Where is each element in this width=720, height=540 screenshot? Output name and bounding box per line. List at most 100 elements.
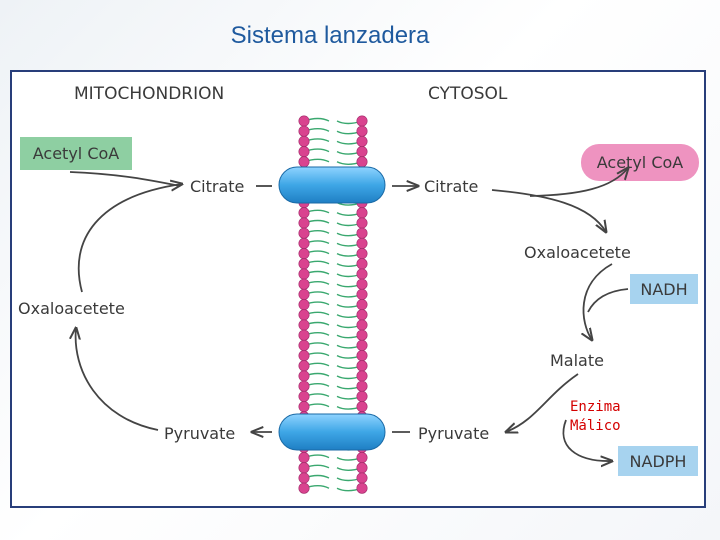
lipid-head: [356, 380, 368, 392]
lipid-head: [356, 350, 368, 362]
lipid-head: [356, 115, 368, 127]
lipid-heads: [298, 115, 368, 494]
lipid-head: [356, 299, 368, 311]
malate-to-pyruvate-arrow: [506, 373, 579, 432]
lipid-head: [298, 482, 310, 494]
lipid-tail: [303, 403, 363, 410]
mitochondrion-header: MITOCHONDRION: [74, 84, 224, 104]
lipid-head: [298, 380, 310, 392]
lipid-head: [298, 207, 310, 219]
lipid-head: [298, 329, 310, 341]
pyruvate-mito-label: Pyruvate: [164, 424, 235, 443]
lipid-head: [298, 390, 310, 402]
pathway-arrows: [70, 168, 628, 461]
lipid-tail: [303, 230, 363, 237]
lipid-head: [298, 125, 310, 137]
oxaloacetate-cyto-label: Oxaloacetete: [524, 243, 631, 262]
lipid-head: [298, 278, 310, 290]
lipid-head: [298, 309, 310, 321]
lipid-head: [356, 329, 368, 341]
lipid-tail: [303, 383, 363, 390]
lipid-tail: [303, 332, 363, 339]
lipid-head: [298, 462, 310, 474]
lipid-tail: [303, 138, 363, 145]
lipid-head: [356, 156, 368, 168]
lipid-head: [356, 125, 368, 137]
lipid-head: [298, 248, 310, 260]
lipid-head: [356, 452, 368, 464]
lipid-head: [298, 227, 310, 239]
pyruvate-cyto-label: Pyruvate: [418, 424, 489, 443]
lipid-head: [356, 309, 368, 321]
lipid-head: [356, 319, 368, 331]
lipid-tail: [303, 270, 363, 278]
acetyl-coa-mito-box: [20, 137, 132, 170]
citrate-to-oaa-arrow: [491, 189, 606, 232]
lipid-tail: [303, 240, 363, 247]
nadh-in-arrow: [587, 288, 629, 313]
lipid-head: [298, 146, 310, 158]
lipid-head: [298, 319, 310, 331]
lipid-head: [356, 472, 368, 484]
oaa-to-malate-arrow: [583, 263, 613, 340]
lipid-tail: [303, 291, 363, 298]
lipid-tail: [303, 321, 363, 329]
slide-title: Sistema lanzadera: [230, 22, 430, 49]
cytosol-header: CYTOSOL: [428, 84, 508, 104]
lipid-tail: [303, 464, 363, 471]
lipid-head: [298, 472, 310, 484]
acetyl-coa-cyto-label: Acetyl CoA: [597, 153, 684, 172]
citrate-mito-label: Citrate: [190, 177, 244, 196]
lipid-head: [298, 370, 310, 382]
nadh-label: NADH: [640, 280, 687, 299]
lipid-tail: [303, 128, 363, 135]
lipid-head: [298, 339, 310, 351]
lipid-tail: [303, 474, 363, 482]
oaa-to-citrate-arrow: [77, 184, 182, 293]
lipid-head: [356, 339, 368, 351]
malate-label: Malate: [550, 351, 604, 370]
lipid-head: [298, 115, 310, 127]
lipid-head: [298, 299, 310, 311]
oxaloacetate-mito-label: Oxaloacetete: [18, 299, 125, 318]
lipid-tail: [303, 148, 363, 155]
lipid-tail: [303, 362, 363, 369]
nadph-label: NADPH: [630, 452, 687, 471]
lipid-tail: [303, 311, 363, 318]
pyruvate-to-oaa-arrow: [76, 328, 159, 431]
nadph-out-arrow: [562, 419, 612, 461]
lipid-head: [298, 350, 310, 362]
enzyme-label-line1: Enzima: [570, 399, 621, 415]
lipid-head: [356, 258, 368, 270]
lipid-head: [356, 360, 368, 372]
lipid-head: [356, 482, 368, 494]
pyruvate-transporter: [278, 413, 386, 451]
acetyl-coa-mito-label: Acetyl CoA: [33, 144, 120, 163]
lipid-tail: [303, 342, 363, 349]
lipid-tail: [303, 250, 363, 257]
acetyl-coa-cyto-box: [581, 144, 699, 181]
lipid-head: [356, 268, 368, 280]
lipid-tail: [303, 485, 363, 492]
lipid-tail: [303, 209, 363, 216]
citrate-transporter: [278, 166, 386, 204]
citrate-to-acetyl-coa-arrow: [529, 168, 628, 197]
lipid-head: [298, 217, 310, 229]
lipid-head: [356, 248, 368, 260]
lipid-head: [298, 288, 310, 300]
lipid-head: [356, 237, 368, 249]
acetyl-coa-to-citrate-arrow: [69, 171, 181, 187]
lipid-tail: [303, 454, 363, 461]
lipid-tail: [303, 352, 363, 359]
lipid-head: [356, 288, 368, 300]
lipid-tail: [303, 281, 363, 288]
lipid-head: [356, 227, 368, 239]
lipid-head: [298, 135, 310, 147]
citrate-cyto-label: Citrate: [424, 177, 478, 196]
lipid-tail: [303, 301, 363, 308]
lipid-head: [356, 462, 368, 474]
lipid-tail: [303, 372, 363, 380]
lipid-head: [298, 258, 310, 270]
lipid-head: [298, 268, 310, 280]
